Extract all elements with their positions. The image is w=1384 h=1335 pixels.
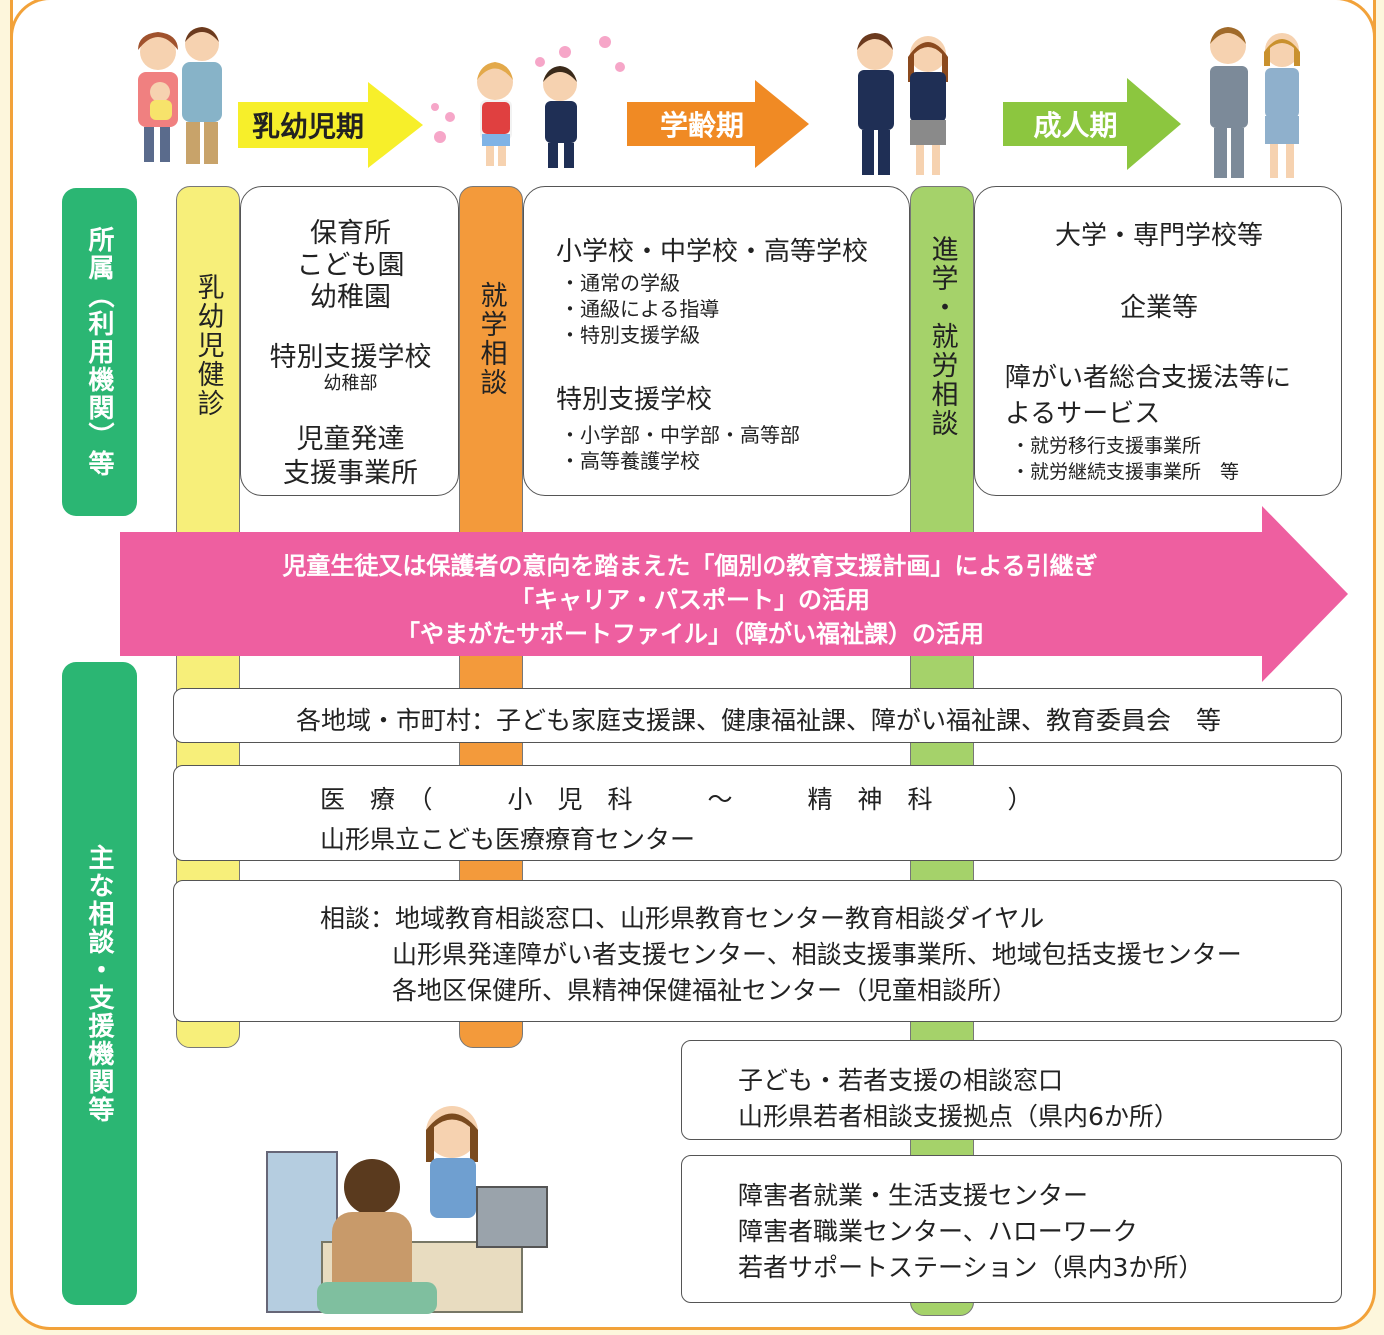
regional-support-box: 各地域・市町村：子ども家庭支援課、健康福祉課、障がい福祉課、教育委員会 等 — [173, 688, 1342, 743]
adults-illustration — [1210, 27, 1300, 178]
youth-support-box: 子ども・若者支援の相談窓口 山形県若者相談支援拠点（県内6か所） — [681, 1040, 1342, 1140]
support-side-label: 主な相談・支援機関等 — [62, 662, 137, 1305]
infant-facilities-box: 保育所 こども園 幼稚園 特別支援学校 幼稚部 児童発達 支援事業所 — [240, 186, 459, 496]
adult-stage-arrow: 成人期 — [1003, 78, 1181, 170]
school-stage-arrow: 学齢期 — [627, 80, 809, 168]
banner-line-1: 児童生徒又は保護者の意向を踏まえた「個別の教育支援計画」による引継ぎ — [282, 552, 1098, 580]
school-facilities-box: 小学校・中学校・高等学校 ・通常の学級 ・通級による指導 ・特別支援学級 特別支… — [523, 186, 910, 496]
adult-stage-label: 成人期 — [1033, 109, 1118, 142]
banner-line-3: 「やまがたサポートファイル」（障がい福祉課）の活用 — [396, 620, 984, 648]
school-stage-label: 学齢期 — [659, 109, 744, 142]
consultation-support-box: 相談：地域教育相談窓口、山形県教育センター教育相談ダイヤル 山形県発達障がい者支… — [173, 880, 1342, 1022]
employment-support-box: 障害者就業・生活支援センター 障害者職業センター、ハローワーク 若者サポートステ… — [681, 1155, 1342, 1303]
handover-banner-arrow: 児童生徒又は保護者の意向を踏まえた「個別の教育支援計画」による引継ぎ 「キャリア… — [120, 506, 1348, 682]
banner-line-2: 「キャリア・パスポート」の活用 — [510, 586, 870, 614]
counseling-illustration — [266, 1106, 548, 1314]
career-consult-column: 進学・就労相談 — [910, 186, 974, 1316]
schoolchildren-illustration — [431, 36, 625, 168]
adult-facilities-box: 大学・専門学校等 企業等 障がい者総合支援法等に よるサービス ・就労移行支援事… — [974, 186, 1342, 496]
infant-stage-label: 乳幼児期 — [251, 110, 364, 143]
students-illustration — [857, 33, 948, 175]
medical-support-box: 医 療 （ 小 児 科 ～ 精 神 科 ） 山形県立こども医療療育センター — [173, 765, 1342, 861]
affiliation-side-label: 所属（利用機関）等 — [62, 188, 137, 516]
infant-stage-arrow: 乳幼児期 — [238, 82, 423, 168]
family-illustration — [138, 27, 222, 164]
